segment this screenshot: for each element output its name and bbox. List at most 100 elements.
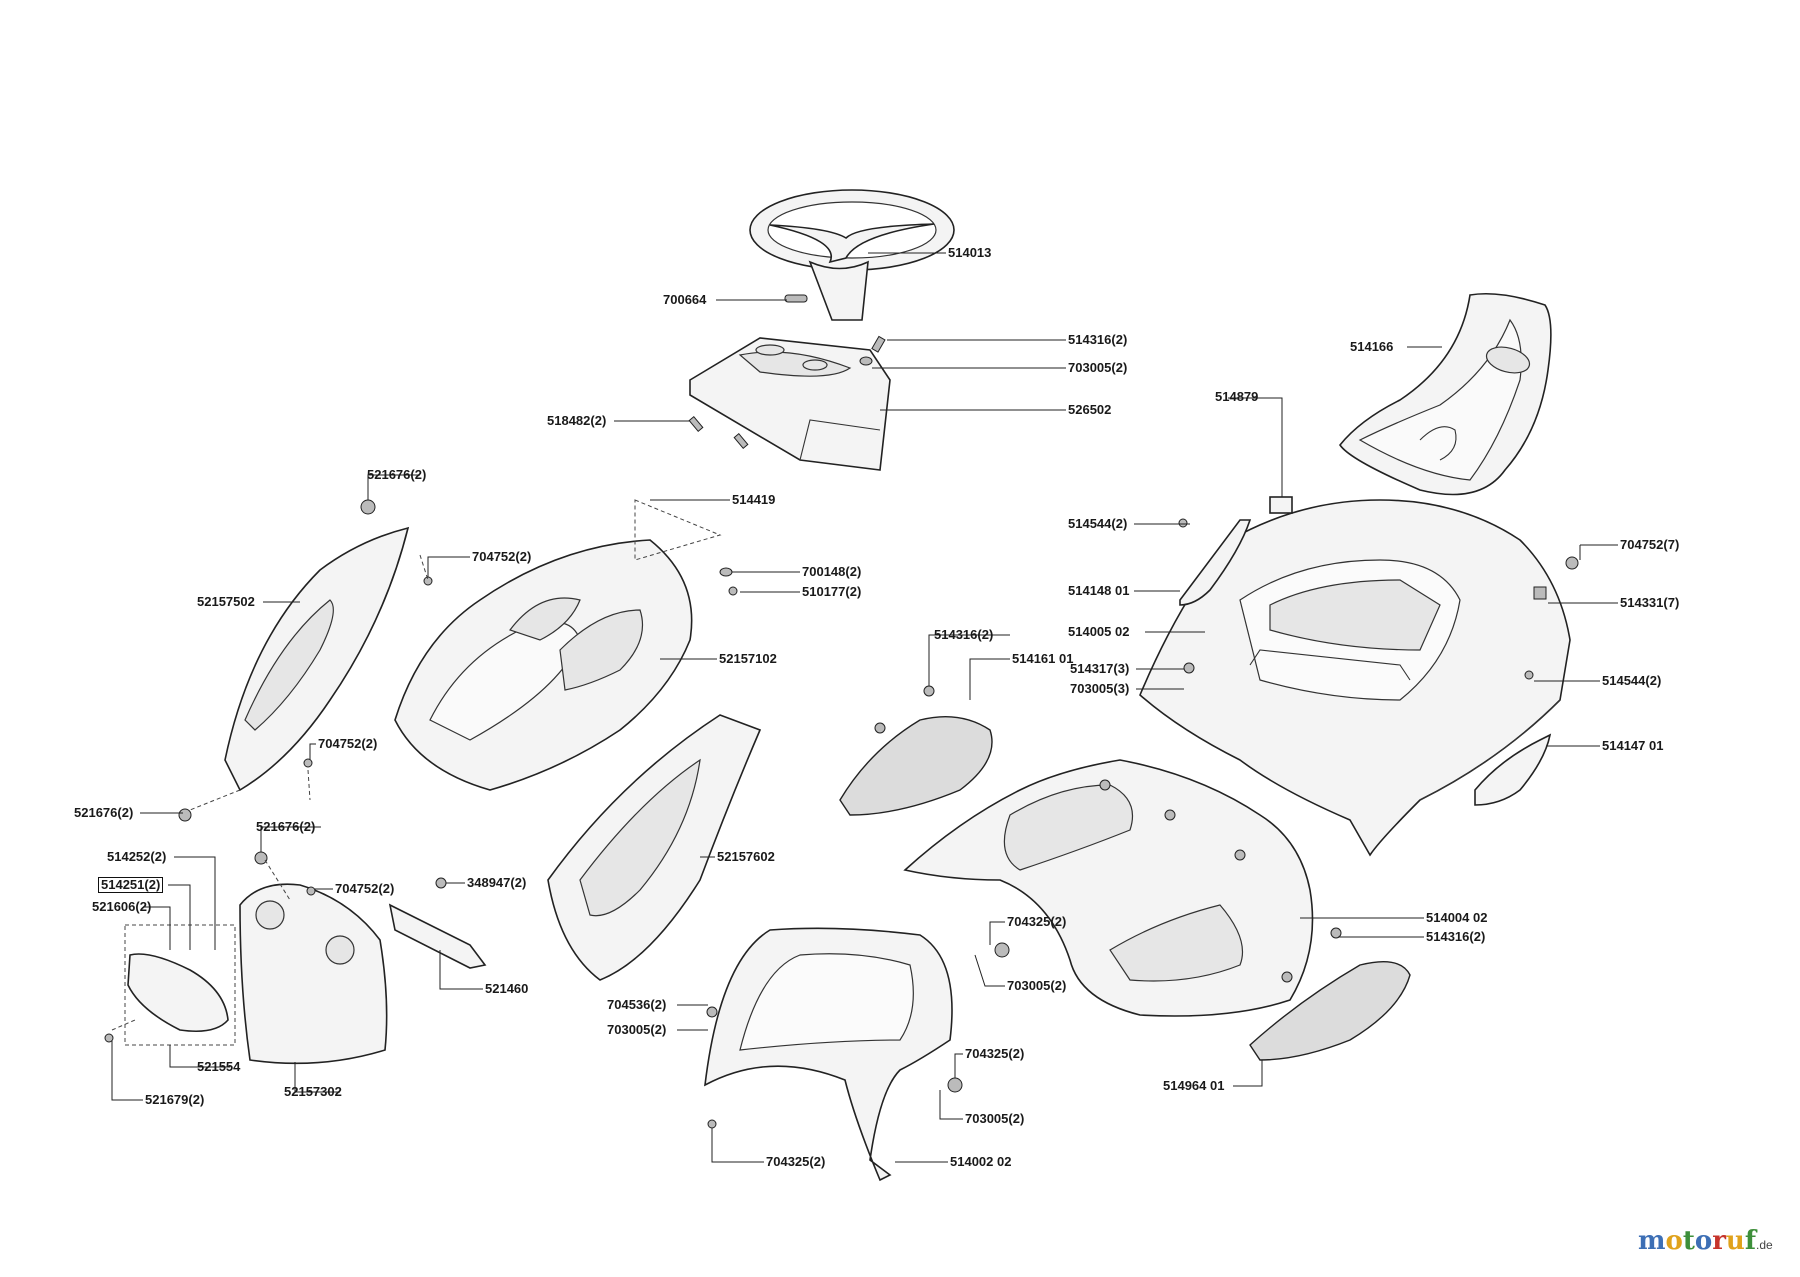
label-521460: 521460 <box>485 981 529 996</box>
screw-514316-right <box>1330 927 1342 939</box>
label-703005-a: 703005(2) <box>1007 978 1067 993</box>
label-514166: 514166 <box>1350 339 1394 354</box>
label-52157502: 52157502 <box>197 594 255 609</box>
dashboard-cover <box>689 337 891 471</box>
label-52157302: 52157302 <box>284 1084 342 1099</box>
nut-514331 <box>1533 586 1547 600</box>
label-514544-left: 514544(2) <box>1068 516 1128 531</box>
guard-514147 <box>1474 733 1552 806</box>
label-514317: 514317(3) <box>1070 661 1130 676</box>
label-521554: 521554 <box>197 1059 241 1074</box>
side-panel-52157502 <box>224 526 410 792</box>
label-704752-panel: 704752(2) <box>318 736 378 751</box>
label-703005-frame: 703005(2) <box>607 1022 667 1037</box>
label-704536: 704536(2) <box>607 997 667 1012</box>
front-grille <box>127 953 229 1033</box>
label-704752-hood: 704752(2) <box>472 549 532 564</box>
screw-348947 <box>435 877 447 889</box>
label-703005-rear: 703005(3) <box>1070 681 1130 696</box>
screw-514544-left <box>1178 518 1188 528</box>
logo-letter: o <box>1694 1226 1713 1256</box>
panel-vent-52157502 <box>244 599 334 731</box>
label-704325-c: 704325(2) <box>766 1154 826 1169</box>
label-52157602: 52157602 <box>717 849 775 864</box>
label-704325-a: 704325(2) <box>1007 914 1067 929</box>
leader-lines <box>111 252 1618 1163</box>
logo-letter: m <box>1638 1226 1666 1256</box>
switch-514879 <box>1269 496 1293 514</box>
label-521676-fascia: 521676(2) <box>256 819 316 834</box>
screw-704752-fascia <box>306 886 316 896</box>
label-514544-right: 514544(2) <box>1602 673 1662 688</box>
logo-letter: t <box>1682 1226 1695 1256</box>
label-510177: 510177(2) <box>802 584 862 599</box>
headlight-left <box>255 900 285 930</box>
label-514147: 514147 01 <box>1602 738 1664 753</box>
screw-514316-right2 <box>1281 971 1293 983</box>
logo-letter: r <box>1712 1226 1726 1256</box>
label-348947: 348947(2) <box>467 875 527 890</box>
panel-vent-52157602 <box>579 758 701 917</box>
logo-letter: u <box>1725 1226 1745 1256</box>
label-514148: 514148 01 <box>1068 583 1130 598</box>
bracket-521460 <box>388 903 487 969</box>
motoruf-logo: motoruf.de <box>1638 1226 1773 1256</box>
label-514964: 514964 01 <box>1163 1078 1225 1093</box>
foot-tread-left <box>839 715 993 816</box>
foot-tread-right <box>1249 961 1411 1061</box>
label-521676-bottom: 521676(2) <box>74 805 134 820</box>
logo-letter: o <box>1665 1226 1683 1256</box>
label-514879: 514879 <box>1215 389 1259 404</box>
screw-514544-right <box>1524 670 1534 680</box>
label-514316-dash: 514316(2) <box>1068 332 1128 347</box>
screw-704752-hood <box>423 576 433 586</box>
front-fascia <box>239 883 388 1065</box>
label-521676-top: 521676(2) <box>367 467 427 482</box>
rear-body-cover <box>1139 499 1571 857</box>
clip-521676-fascia <box>254 851 268 865</box>
label-704752-fascia: 704752(2) <box>335 881 395 896</box>
label-514419: 514419 <box>732 492 776 507</box>
screw-514316-left2 <box>874 722 886 734</box>
label-514251: 514251(2) <box>98 877 164 893</box>
label-521606: 521606(2) <box>92 899 152 914</box>
clip-521676-top <box>360 499 376 515</box>
label-704752-rear: 704752(7) <box>1620 537 1680 552</box>
label-700664: 700664 <box>663 292 707 307</box>
screw-510177 <box>728 586 738 596</box>
screw-521679 <box>104 1033 114 1043</box>
label-518482: 518482(2) <box>547 413 607 428</box>
grille-group-box <box>124 924 236 1046</box>
label-514002: 514002 02 <box>950 1154 1012 1169</box>
screw-514317 <box>1183 662 1195 674</box>
label-514004: 514004 02 <box>1426 910 1488 925</box>
screw-514316-left <box>923 685 935 697</box>
label-52157102: 52157102 <box>719 651 777 666</box>
label-704325-b: 704325(2) <box>965 1046 1025 1061</box>
label-514316-left: 514316(2) <box>934 627 994 642</box>
clip-521676-bottom <box>178 808 192 822</box>
label-514005: 514005 02 <box>1068 624 1130 639</box>
bolt-704325-b <box>947 1077 963 1093</box>
label-514013: 514013 <box>948 245 992 260</box>
label-521679: 521679(2) <box>145 1092 205 1107</box>
logo-tld: .de <box>1756 1238 1773 1252</box>
label-514161: 514161 01 <box>1012 651 1074 666</box>
centre-floor-cover <box>903 759 1314 1017</box>
hood <box>394 539 693 791</box>
label-526502: 526502 <box>1068 402 1112 417</box>
label-514331: 514331(7) <box>1620 595 1680 610</box>
front-frame <box>704 927 953 1182</box>
guard-514148 <box>1179 519 1252 606</box>
seat <box>1339 292 1552 496</box>
screw-704752-rear <box>1565 556 1579 570</box>
label-700148: 700148(2) <box>802 564 862 579</box>
steering-wheel <box>749 189 955 321</box>
label-703005-dash: 703005(2) <box>1068 360 1128 375</box>
bolt-704325-a <box>994 942 1010 958</box>
screw-704325-c <box>707 1119 717 1129</box>
label-703005-b: 703005(2) <box>965 1111 1025 1126</box>
logo-letter: f <box>1744 1226 1757 1256</box>
